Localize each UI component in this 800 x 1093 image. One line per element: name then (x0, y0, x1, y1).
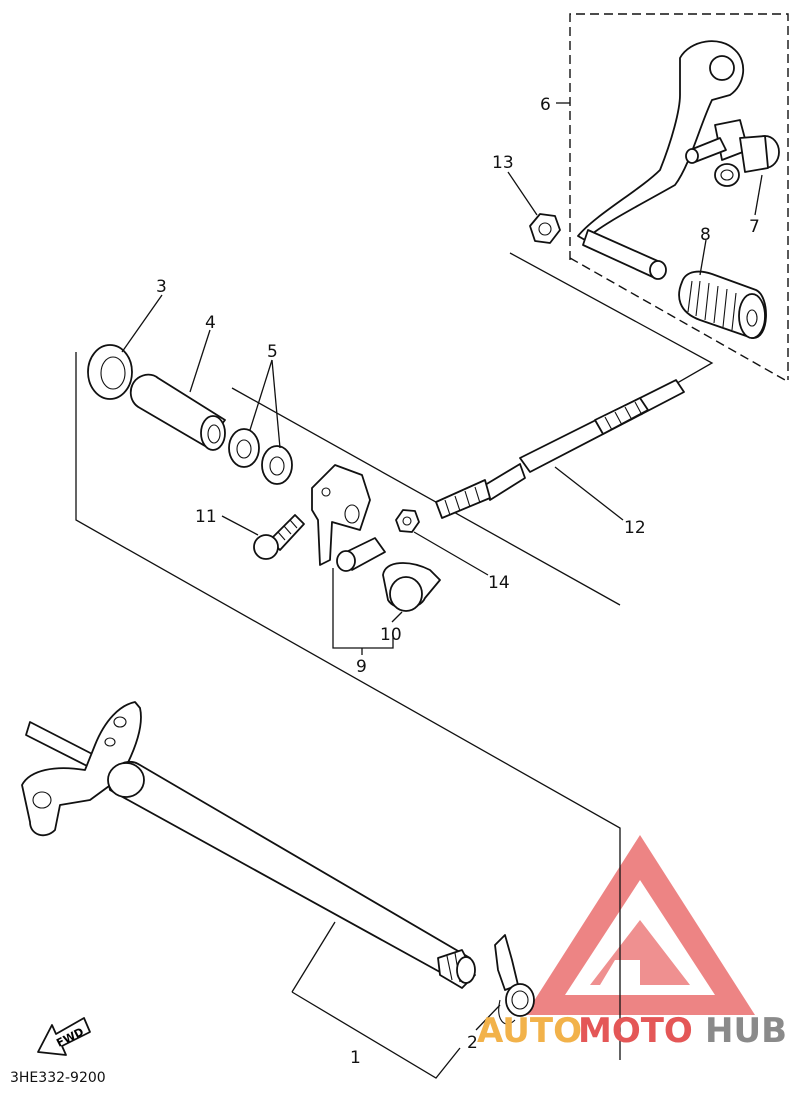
collar-4 (129, 373, 226, 451)
nut-14 (395, 509, 420, 533)
callout-12: 12 (624, 518, 646, 538)
assembly-reference-line-pedal (509, 252, 714, 391)
watermark-text: AUTO MOTO HUB (477, 1011, 787, 1051)
callout-9: 9 (356, 657, 367, 677)
torsion-spring-2 (494, 934, 535, 1025)
watermark-moto: MOTO (578, 1011, 693, 1051)
callout-1: 1 (350, 1048, 361, 1068)
callout-8: 8 (700, 225, 711, 245)
bolt-11 (253, 514, 305, 560)
shift-pedal-arm (577, 40, 780, 280)
pedal-assembly-dashed-box (569, 13, 789, 380)
callout-13: 13 (492, 153, 514, 173)
nut-13 (529, 213, 561, 244)
callout-3: 3 (156, 277, 167, 297)
watermark-logo (525, 835, 755, 1015)
oil-seal-3 (87, 344, 133, 400)
leader-lines (121, 102, 763, 1079)
bearing-5b (261, 445, 293, 485)
callout-14: 14 (488, 573, 510, 593)
watermark-hub: HUB (705, 1011, 787, 1051)
callout-11: 11 (195, 507, 217, 527)
callout-5: 5 (267, 342, 278, 362)
shift-shaft-1 (21, 701, 476, 989)
callout-10: 10 (380, 625, 402, 645)
watermark-auto: AUTO (477, 1011, 582, 1051)
joint-10 (336, 537, 441, 612)
shift-pedal-rubber (678, 270, 767, 339)
bearing-5a (228, 428, 260, 468)
callout-4: 4 (205, 313, 216, 333)
forward-arrow-icon: FWD (37, 1017, 91, 1056)
callout-2: 2 (467, 1033, 478, 1053)
callout-7: 7 (749, 217, 760, 237)
shift-rod-12 (435, 379, 685, 519)
shift-arm-9 (311, 464, 371, 566)
assembly-reference-line-upper (75, 352, 621, 1060)
diagram-part-code: 3HE332-9200 (10, 1070, 106, 1086)
callout-6: 6 (540, 95, 551, 115)
